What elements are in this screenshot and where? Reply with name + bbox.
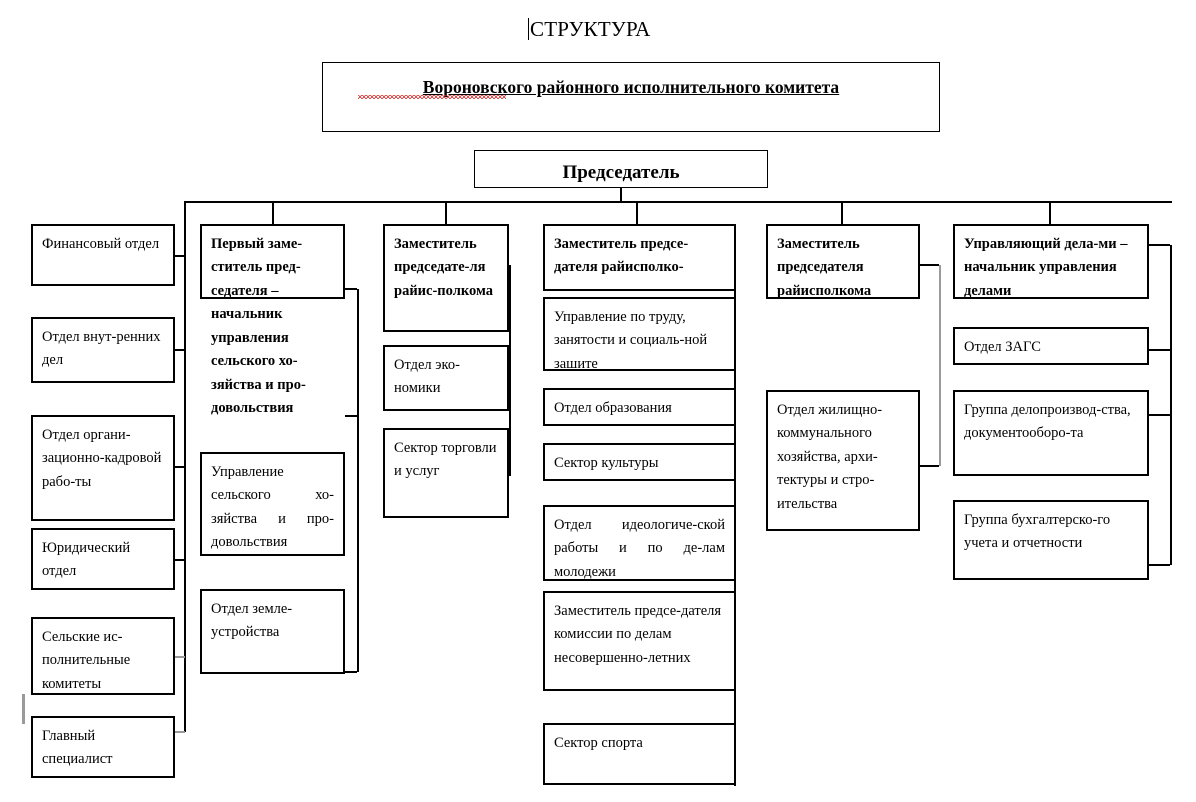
box-label: Сектор спорта	[554, 735, 643, 751]
left-stub-1	[175, 255, 185, 257]
box-label: Управление сельского хо-зяйства и про-до…	[211, 464, 334, 551]
col5-spine	[1170, 245, 1172, 565]
box-left-staff-1: Финансовый отдел	[31, 224, 175, 286]
col1-stub-2	[345, 671, 357, 673]
box-left-staff-2: Отдел внут-ренних дел	[31, 317, 175, 383]
col2-spine	[509, 265, 511, 476]
left-stub-5	[175, 656, 185, 658]
box-label: Отдел идеологиче-ской работы и по де-лам…	[554, 517, 725, 580]
box-label: Сектор культуры	[554, 455, 659, 471]
page-title: СТРУКТУРА	[528, 17, 651, 42]
spellcheck-squiggle	[358, 95, 506, 99]
left-spine	[184, 201, 186, 732]
chairman-drop-line	[620, 188, 622, 202]
box-col5-item-3: Группа бухгалтерско-го учета и отчетност…	[953, 500, 1149, 580]
col5-stub-3	[1149, 564, 1170, 566]
box-col3-item-3: Сектор культуры	[543, 443, 736, 481]
box-col1-item-1: Управление сельского хо-зяйства и про-до…	[200, 452, 345, 556]
drop-line-col1	[272, 201, 274, 224]
box-col5-head: Управляющий дела-ми – начальник управлен…	[953, 224, 1149, 299]
col4-stub-head	[920, 264, 939, 266]
page-title-text: СТРУКТУРА	[530, 17, 651, 41]
box-label: Заместитель председате-ля райис-полкома	[394, 236, 494, 299]
box-col5-item-2: Группа делопроизвод-ства, документооборо…	[953, 390, 1149, 476]
box-col3-item-1: Управление по труду, занятости и социаль…	[543, 297, 736, 372]
chairman-text: Председатель	[562, 162, 680, 183]
col4-spine	[939, 265, 941, 466]
col5-stub-1	[1149, 349, 1170, 351]
box-col3-item-5: Заместитель предсе-дателя комиссии по де…	[543, 591, 736, 691]
box-label: Заместитель предсе-дателя райисполко-	[554, 236, 689, 276]
top-bus-line	[185, 201, 1172, 203]
box-col2-item-1: Отдел эко-номики	[383, 345, 509, 411]
box-label: Отдел внут-ренних дел	[42, 329, 161, 369]
box-left-staff-5: Сельские ис-полнительные комитеты	[31, 617, 175, 695]
drop-line-col3	[636, 201, 638, 224]
drop-line-col2	[445, 201, 447, 224]
box-label: Сектор торговли и услуг	[394, 440, 497, 480]
box-label: Финансовый отдел	[42, 236, 160, 252]
box-label: Управляющий дела-ми – начальник управлен…	[964, 236, 1128, 299]
col1-spine	[357, 289, 359, 672]
box-col4-head: Заместитель председателя райисполкома	[766, 224, 920, 299]
col5-stub-2	[1149, 414, 1170, 416]
left-stub-3	[175, 466, 185, 468]
box-label: Отдел эко-номики	[394, 357, 460, 397]
box-left-staff-3: Отдел органи-зационно-кадровой рабо-ты	[31, 415, 175, 521]
box-col2-item-2: Сектор торговли и услуг	[383, 428, 509, 518]
box-label: Отдел органи-зационно-кадровой рабо-ты	[42, 427, 162, 490]
col5-stub-head	[1149, 244, 1170, 246]
box-label: Группа бухгалтерско-го учета и отчетност…	[964, 512, 1111, 552]
box-label: Главный специалист	[42, 728, 113, 768]
box-label: Группа делопроизвод-ства, документооборо…	[964, 402, 1131, 442]
chairman-box: Председатель	[474, 150, 768, 188]
box-label: Заместитель председателя райисполкома	[777, 236, 872, 299]
header-box-text: Вороновского районного исполнительного к…	[422, 77, 840, 97]
box-col2-head: Заместитель председате-ля райис-полкома	[383, 224, 509, 332]
col4-stub-1	[920, 465, 939, 467]
box-col3-item-2: Отдел образования	[543, 388, 736, 426]
box-label: Сельские ис-полнительные комитеты	[42, 629, 131, 692]
text-caret	[528, 18, 529, 40]
box-col1-item-2: Отдел земле-устройства	[200, 589, 345, 674]
box-col3-item-6: Сектор спорта	[543, 723, 736, 785]
box-label: Заместитель предсе-дателя комиссии по де…	[554, 603, 722, 666]
margin-marker	[22, 694, 25, 724]
col1-stub-head	[345, 288, 357, 290]
box-col3-item-4: Отдел идеологиче-ской работы и по де-лам…	[543, 505, 736, 581]
box-label: Управление по труду, занятости и социаль…	[554, 309, 708, 372]
box-label: Юридический отдел	[42, 540, 131, 580]
box-col5-item-1: Отдел ЗАГС	[953, 327, 1149, 365]
box-col1-head: Первый заме-ститель пред-седателя – нача…	[200, 224, 345, 416]
box-label: Отдел земле-устройства	[211, 601, 293, 641]
box-label: Отдел жилищно-коммунального хозяйства, а…	[777, 402, 883, 512]
left-stub-2	[175, 349, 185, 351]
box-label: Отдел ЗАГС	[964, 339, 1041, 355]
box-left-staff-6: Главный специалист	[31, 716, 175, 778]
left-stub-4	[175, 559, 185, 561]
col1-stub-1	[345, 415, 357, 417]
box-label: Первый заме-ститель пред-седателя – нача…	[211, 236, 306, 417]
box-col4-item-1: Отдел жилищно-коммунального хозяйства, а…	[766, 390, 920, 531]
box-label: Отдел образования	[554, 400, 672, 416]
drop-line-col5	[1049, 201, 1051, 224]
box-left-staff-4: Юридический отдел	[31, 528, 175, 590]
box-col3-head: Заместитель предсе-дателя райисполко-	[543, 224, 736, 291]
drop-line-col4	[841, 201, 843, 224]
left-stub-6	[175, 731, 185, 733]
